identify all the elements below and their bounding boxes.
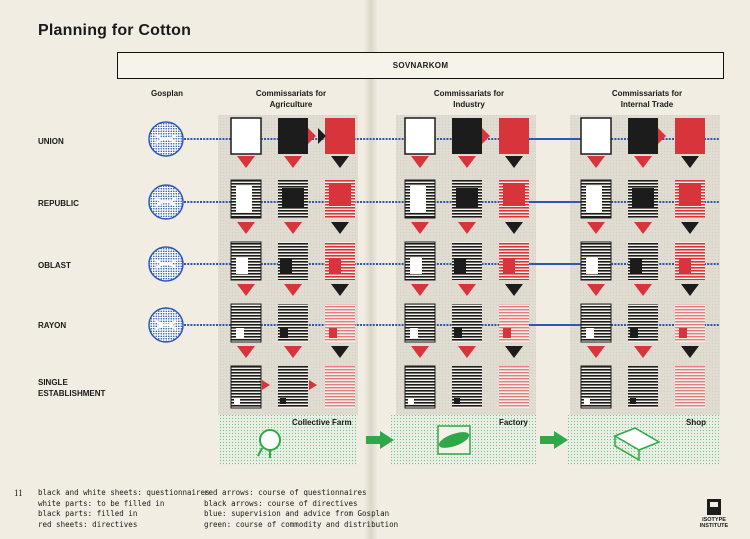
cotton-boll-icon (257, 429, 281, 458)
sovnarkom-box: SOVNARKOM (117, 52, 724, 79)
factory-label: Factory (499, 418, 528, 427)
column-header-industry: Commissariats for Industry (410, 88, 528, 110)
industry-label-line2: Industry (453, 100, 485, 109)
column-header-gosplan: Gosplan (142, 88, 192, 99)
establishment-panel-farm (218, 415, 358, 465)
union-text: UNION (38, 137, 64, 146)
industry-label-line1: Commissariats for (433, 89, 505, 98)
agriculture-label-line2: Agriculture (269, 100, 313, 109)
legend-item: blue: supervision and advice from Gospla… (204, 509, 390, 518)
legend-item: green: course of commodity and distribut… (204, 519, 399, 529)
isotype-logo-text: ISOTYPE INSTITUTE (697, 517, 731, 529)
fabric-roll-icon (437, 425, 471, 455)
row-label-oblast: OBLAST (38, 260, 71, 271)
republic-text: REPUBLIC (38, 199, 79, 208)
legend-left: black and white sheets: questionnaires w… (38, 488, 210, 530)
isotype-logo-icon (707, 499, 721, 515)
page-title: Planning for Cotton (38, 22, 192, 39)
gosplan-union-icon (148, 121, 184, 157)
legend-item: black parts: filled in (38, 509, 138, 518)
rayon-text: RAYON (38, 321, 67, 330)
column-header-trade: Commissariats for Internal Trade (588, 88, 706, 110)
page-number: 11 (14, 488, 23, 498)
trade-sheets (580, 117, 705, 409)
legend-item: black and white sheets: questionnaires (38, 488, 210, 497)
industry-sheets (404, 117, 529, 409)
trade-label-line1: Commissariats for (611, 89, 683, 98)
gosplan-republic-icon (148, 184, 184, 220)
cloth-goods-icon (613, 427, 661, 462)
row-label-single-establishment: SINGLE ESTABLISHMENT (38, 377, 105, 399)
legend-item: black arrows: course of directives (204, 498, 358, 508)
single-text: SINGLE (38, 378, 68, 387)
logo-line1: ISOTYPE (702, 517, 726, 523)
legend-item: red arrows: course of questionnaires (204, 488, 367, 497)
distribution-arrows (366, 431, 568, 449)
gosplan-oblast-icon (148, 246, 184, 282)
row-label-republic: REPUBLIC (38, 198, 79, 209)
gosplan-label: Gosplan (150, 89, 183, 98)
gosplan-rayon-icon (148, 307, 184, 343)
logo-line2: INSTITUTE (699, 523, 729, 529)
shop-label: Shop (686, 418, 706, 427)
legend-item: red sheets: directives (38, 519, 138, 529)
page-gutter (364, 0, 378, 539)
collective-farm-label: Collective Farm (292, 418, 352, 427)
gosplan-icons (148, 121, 184, 343)
column-header-agriculture: Commissariats for Agriculture (232, 88, 350, 110)
agriculture-label-line1: Commissariats for (255, 89, 327, 98)
establishment-text: ESTABLISHMENT (38, 389, 106, 398)
oblast-text: OBLAST (38, 261, 71, 270)
trade-label-line2: Internal Trade (620, 100, 674, 109)
row-label-union: UNION (38, 136, 64, 147)
sovnarkom-label: SOVNARKOM (392, 61, 449, 70)
legend-item: white parts: to be filled in (38, 498, 165, 508)
row-label-rayon: RAYON (38, 320, 66, 331)
legend-right: red arrows: course of questionnaires bla… (204, 488, 398, 530)
agriculture-sheets (230, 117, 355, 409)
